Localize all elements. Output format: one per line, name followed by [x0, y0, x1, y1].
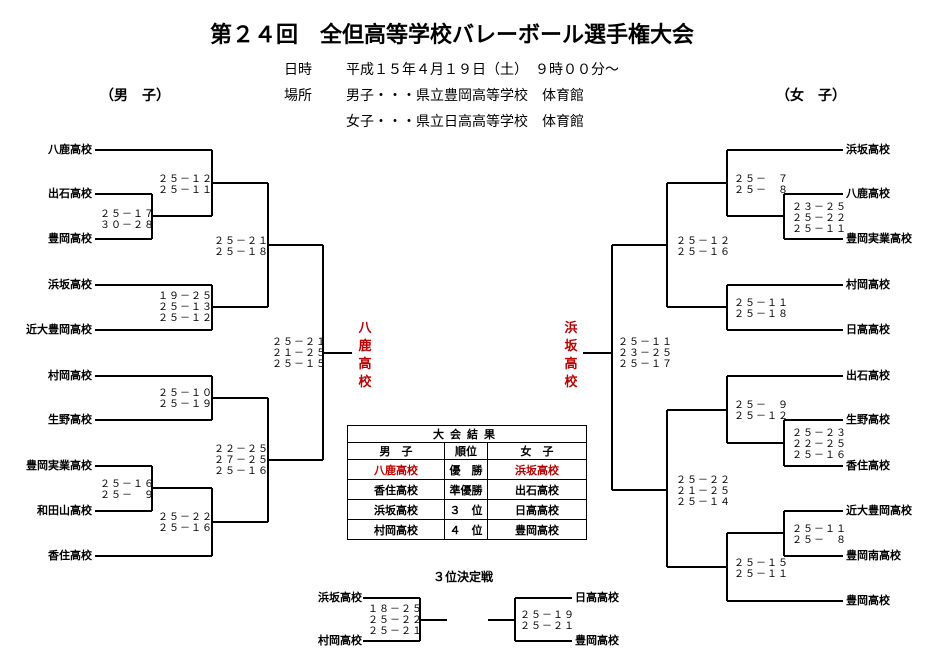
women-team: 日高高校	[846, 323, 890, 336]
women-team: 村岡高校	[846, 278, 890, 291]
women-champion: 浜坂高校	[564, 321, 578, 390]
venue-label: 場所	[284, 88, 312, 104]
women-team: 生野高校	[846, 413, 890, 426]
results-header: 順位	[444, 442, 488, 460]
women-team: 豊岡実業高校	[846, 232, 912, 245]
women-team: 近大豊岡高校	[846, 504, 912, 517]
venue-men: 男子・・・県立豊岡高等学校 体育館	[346, 88, 584, 104]
men-team: 豊岡実業高校	[26, 459, 92, 472]
results-header: 女 子	[487, 442, 587, 460]
women-team: 豊岡高校	[846, 594, 890, 607]
men-team: 豊岡高校	[48, 232, 92, 245]
results-table: 大会結果 男 子 順位 女 子 八鹿高校 優 勝 浜坂高校 香住高校 準優勝 出…	[347, 425, 587, 540]
men-team: 八鹿高校	[48, 143, 92, 156]
table-row: 浜坂高校 ３ 位 日高高校	[347, 499, 587, 520]
women-team: 香住高校	[846, 459, 890, 472]
women-team: 八鹿高校	[846, 187, 890, 200]
men-team: 村岡高校	[48, 369, 92, 382]
third-men-team: 村岡高校	[318, 634, 362, 647]
third-women-team: 日高高校	[575, 591, 619, 604]
men-team: 香住高校	[48, 549, 92, 562]
men-team: 浜坂高校	[48, 278, 92, 291]
results-caption: 大会結果	[347, 425, 587, 443]
third-women-team: 豊岡高校	[575, 634, 619, 647]
women-team: 豊岡南高校	[846, 549, 901, 562]
third-men-team: 浜坂高校	[318, 591, 362, 604]
women-section-label: （女 子）	[776, 88, 846, 104]
men-team: 近大豊岡高校	[26, 323, 92, 336]
men-champion: 八鹿高校	[358, 321, 372, 390]
third-place-title: ３位決定戦	[433, 570, 494, 584]
men-section-label: （男 子）	[100, 88, 170, 104]
men-team: 出石高校	[48, 187, 92, 200]
men-team: 生野高校	[48, 413, 92, 426]
men-team: 和田山高校	[37, 504, 92, 517]
women-team: 出石高校	[846, 369, 890, 382]
table-row: 香住高校 準優勝 出石高校	[347, 479, 587, 500]
page-title: 第２４回 全但高等学校バレーボール選手権大会	[210, 22, 695, 48]
date-value: 平成１５年４月１９日（土） ９時００分～	[346, 62, 619, 78]
venue-women: 女子・・・県立日高高等学校 体育館	[346, 114, 584, 130]
date-label: 日時	[284, 62, 312, 78]
table-row: 村岡高校 ４ 位 豊岡高校	[347, 519, 587, 540]
women-team: 浜坂高校	[846, 143, 890, 156]
results-header: 男 子	[347, 442, 445, 460]
table-row: 八鹿高校 優 勝 浜坂高校	[347, 459, 587, 480]
